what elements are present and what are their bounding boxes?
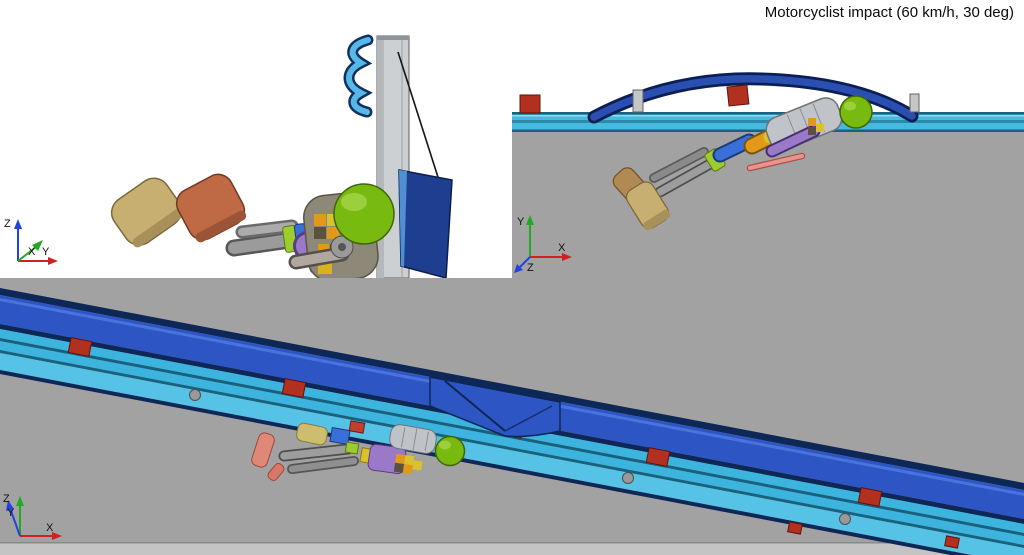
blockout-red <box>67 337 93 357</box>
z-axis-arrow-icon <box>14 219 22 229</box>
x-axis-arrow-icon <box>562 253 572 261</box>
y-axis-arrow-icon <box>526 215 534 225</box>
x-axis-arrow-icon <box>52 532 62 540</box>
dummy-helmet <box>839 95 873 129</box>
blockout-red <box>944 535 960 549</box>
blockout-red <box>645 447 671 467</box>
rail-terminal-plate <box>398 169 453 278</box>
blockout-red <box>787 521 803 535</box>
z-axis-arrow-icon <box>514 264 523 273</box>
dummy-checker <box>808 118 824 135</box>
axis-triad-rear: Y X Z <box>514 215 572 273</box>
blockout-red <box>857 487 883 507</box>
pavement-edge-strip <box>0 543 1024 555</box>
dummy-bit-red <box>348 420 366 434</box>
blockout-red <box>726 84 750 107</box>
y-axis-arrow-icon <box>16 496 24 506</box>
axis-label-y: Y <box>517 216 525 228</box>
axis-label-y: Y <box>7 507 15 519</box>
dummy-boot-right <box>625 181 671 231</box>
crash-dummy-rear <box>612 95 873 231</box>
dummy-helmet <box>434 435 466 467</box>
rear-scene <box>512 72 1024 278</box>
post-bolt <box>189 389 201 401</box>
rail-deformation-bulge <box>429 376 561 438</box>
w-beam-end-profile <box>343 34 374 118</box>
y-axis-arrow-icon <box>32 240 43 251</box>
post-bolts-row <box>189 389 851 525</box>
viewport-rear-view[interactable]: Motorcyclist impact (60 km/h, 30 deg) <box>512 0 1024 278</box>
post-bolt <box>839 513 851 525</box>
crash-dummy-top <box>251 420 466 481</box>
dummy-helmet <box>333 183 395 245</box>
post-stub <box>909 93 920 113</box>
dummy-bit-lime <box>344 441 360 455</box>
view-title: Motorcyclist impact (60 km/h, 30 deg) <box>764 4 1014 21</box>
anchor-cable-line <box>397 51 445 197</box>
dummy-back-silver <box>389 424 437 454</box>
dummy-boot-right <box>175 173 247 243</box>
axis-label-z: Z <box>527 262 534 273</box>
blockout-red <box>519 94 541 114</box>
axis-triad-top: Z Y X <box>3 493 62 540</box>
viewport-side-view[interactable]: Z X Y <box>0 0 512 278</box>
dummy-hand-salmon <box>251 432 275 468</box>
axis-label-y: Y <box>42 246 50 258</box>
axis-label-z: Z <box>3 493 10 505</box>
dummy-boot-khaki <box>296 422 328 446</box>
axis-triad-side: Z X Y <box>4 218 58 265</box>
dummy-boot-left <box>110 177 184 248</box>
top-scene <box>0 288 1024 555</box>
x-axis-arrow-icon <box>48 257 58 265</box>
z-axis-arrow-icon <box>6 500 14 511</box>
side-scene <box>110 34 453 278</box>
axis-label-z: Z <box>4 218 11 230</box>
axis-label-x: X <box>46 522 54 534</box>
axis-label-x: X <box>28 246 36 258</box>
post-bolt <box>622 472 634 484</box>
post-stub <box>632 89 644 113</box>
viewport-top-view[interactable]: Z Y X <box>0 278 1024 555</box>
dummy-checker <box>393 453 423 475</box>
axis-label-x: X <box>558 242 566 254</box>
blockout-red <box>281 378 307 398</box>
crash-dummy-side <box>110 173 395 278</box>
dummy-knee-blue <box>329 426 351 446</box>
